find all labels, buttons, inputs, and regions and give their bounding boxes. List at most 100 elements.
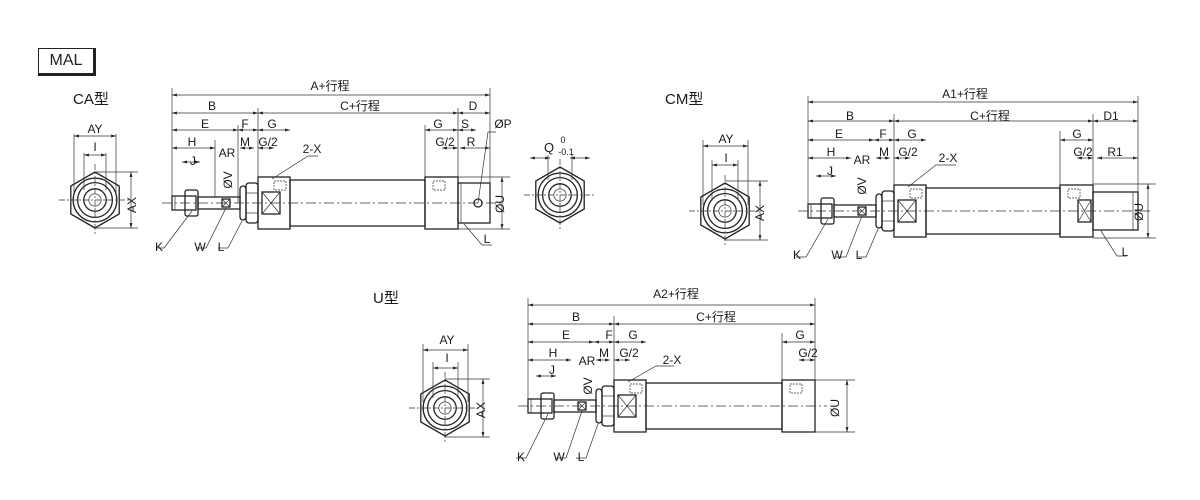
geometry-layer [59,88,1156,459]
dim-J: J [827,164,833,178]
dim-G-rear: G [1072,127,1081,141]
dim-G2-rear: G/2 [798,346,818,360]
dim-G-rear: G [433,117,442,131]
ca-type-label: CA型 [73,91,109,108]
dim-H: H [188,135,197,149]
dim-E: E [201,117,209,131]
label-L: L [218,240,225,254]
dim-R: R [467,135,476,149]
leader-line [477,131,496,204]
dim-C: C+行程 [970,108,1010,123]
dim-AR: AR [579,354,596,368]
dim-V: ØV [221,171,235,188]
dim-U: ØU [1132,203,1146,221]
dim-G2: G/2 [619,346,639,360]
dim-J: J [190,154,196,168]
label-K: K [517,450,525,464]
dim-E: E [562,328,570,342]
dim-C: C+行程 [340,98,380,113]
port-thread [273,180,287,191]
dim-B: B [208,99,216,113]
dim-AR: AR [854,153,871,167]
port-thread [1067,188,1081,199]
port-thread [789,383,803,394]
dim-C: C+行程 [696,309,736,324]
leader-line [858,228,879,258]
dim-J: J [549,363,555,377]
label-L: L [856,248,863,262]
cm-type-label: CM型 [665,91,703,108]
dim-2X: 2-X [663,353,682,367]
dim-V: ØV [581,377,595,394]
dim-AX: AX [125,197,139,213]
leader-line [516,413,549,459]
leader-line [271,155,318,180]
u-type-label: U型 [373,290,399,307]
dim-D1: D1 [1103,109,1119,123]
dim-U: ØU [493,195,507,213]
dim-AX: AX [753,205,767,221]
dim-G2-rear: G/2 [1073,145,1093,159]
dim-AY: AY [718,132,733,146]
dim-A: A+行程 [310,78,349,93]
dim-Q: Q [544,140,554,155]
dim-F: F [605,328,612,342]
label-W: W [194,240,206,254]
leader-line [576,423,599,459]
dim-G2: G/2 [898,145,918,159]
dim-AY: AY [439,333,454,347]
dim-H: H [549,346,558,360]
dim-R1: R1 [1107,145,1123,159]
dim-2X: 2-X [303,142,322,156]
dim-G2-rear: G/2 [435,135,455,149]
dim-F: F [879,127,886,141]
dim-S: S [461,117,469,131]
leader-line [556,410,583,459]
dim-D: D [469,99,478,113]
label-W: W [831,248,843,262]
dim-M: M [879,145,889,159]
dim-AX: AX [474,402,488,418]
dim-A1: A1+行程 [942,86,988,101]
leader-line [627,365,674,383]
dim-M: M [240,135,250,149]
dim-V: ØV [855,177,869,194]
port-thread [909,188,923,199]
dim-H: H [827,145,836,159]
dim-U: ØU [828,399,842,417]
dim-G: G [907,127,916,141]
port-thread [432,180,446,191]
u-type-view: U型 A2+行程 B C+行程 E F G G H M G/2 G/2 AR J… [373,286,842,464]
leader-line [156,210,193,249]
dim-P: ØP [494,117,511,131]
dim-G: G [267,117,276,131]
leader-line [196,207,227,249]
dim-B: B [846,109,854,123]
drawing-line [1077,199,1092,223]
dim-G-rear: G [795,328,804,342]
leader-line [218,220,243,249]
port-thread [629,383,643,394]
ca-type-view: CA型 A+行程 B C+行程 D E F G G S ØP H M G/2 G… [73,78,574,254]
dim-I: I [724,151,727,165]
dim-I: I [93,140,96,154]
dim-G2: G/2 [258,135,278,149]
dim-E: E [835,127,843,141]
cm-type-view: CM型 A1+行程 B C+行程 D1 E F G G H M G/2 G/2 … [665,86,1146,262]
leader-line [1100,230,1127,257]
leader-line [796,218,829,258]
dim-B: B [572,310,580,324]
label-L-rear: L [484,232,491,246]
label-L-rear: L [1122,245,1129,259]
dim-AR: AR [219,146,236,160]
leader-line [907,164,956,188]
leader-line [463,223,492,246]
label-W: W [553,450,565,464]
label-K: K [793,248,801,262]
dim-I: I [445,351,448,365]
dim-G: G [628,328,637,342]
dim-F: F [241,117,248,131]
dim-A2: A2+行程 [653,286,699,301]
